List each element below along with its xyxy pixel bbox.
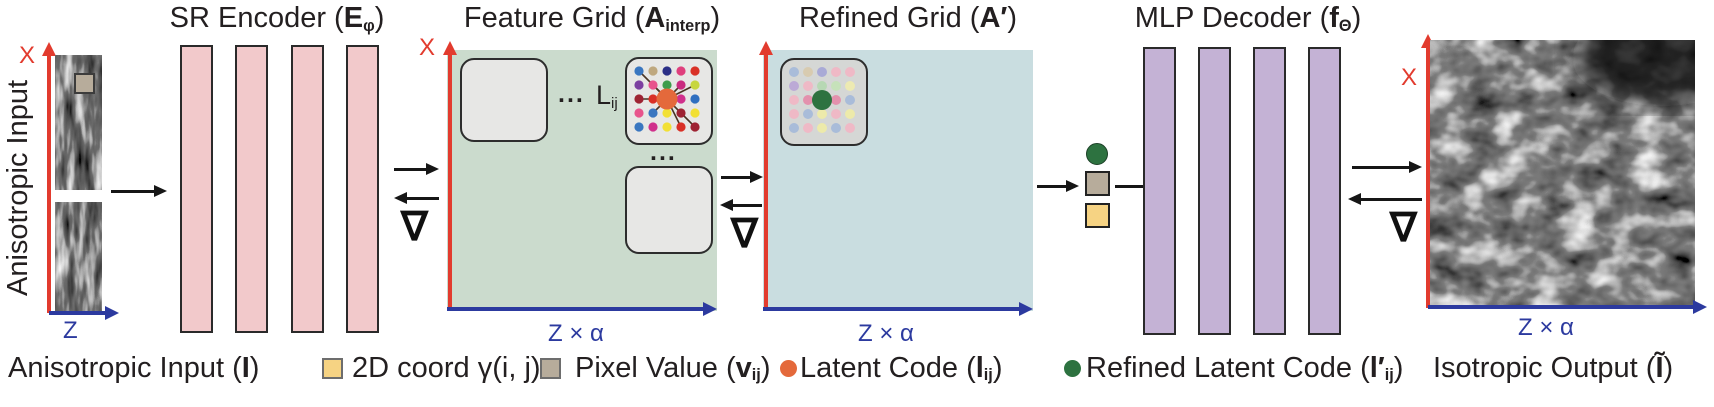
decoder-layer bbox=[1198, 47, 1231, 335]
latent-code-dots bbox=[634, 66, 700, 132]
arrow-input-to-encoder bbox=[111, 185, 167, 197]
latent-code-swatch bbox=[780, 359, 797, 377]
pixel-value-swatch bbox=[540, 357, 561, 379]
input-z-axis bbox=[49, 305, 119, 320]
anisotropic-input-side-label: Anisotropic Input bbox=[2, 80, 34, 297]
coord-swatch bbox=[322, 357, 343, 379]
feature-grid-ellipsis-vertical: ... bbox=[650, 138, 677, 166]
coord-sample bbox=[1085, 203, 1110, 228]
legend-refined-latent-code: Refined Latent Code (l′ij) bbox=[1064, 350, 1403, 386]
arrow-feature-grid-to-encoder-backward bbox=[394, 192, 439, 204]
input-z-axis-label: Z bbox=[63, 317, 78, 344]
feature-grid-x-axis bbox=[442, 41, 457, 311]
legend-anisotropic-input: Anisotropic Input (I) bbox=[8, 351, 260, 384]
arrow-refined-grid-to-feature-grid-backward bbox=[720, 199, 762, 211]
feature-grid-empty-cell-2 bbox=[625, 166, 713, 254]
refined-grid-title: Refined Grid (A′) bbox=[798, 2, 1018, 34]
pixel-value-marker-square bbox=[74, 73, 95, 94]
legend-isotropic-output: Isotropic Output (Ĩ) bbox=[1433, 351, 1674, 384]
feature-grid-ellipsis-horizontal: ... bbox=[558, 80, 585, 108]
feature-grid-z-axis bbox=[447, 301, 717, 316]
arrow-sample-to-decoder bbox=[1115, 180, 1157, 192]
gradient-symbol-feature-grid: ∇ bbox=[731, 212, 758, 256]
arrow-output-to-decoder-backward bbox=[1348, 193, 1422, 205]
arrow-feature-grid-to-refined-grid-forward bbox=[721, 171, 763, 183]
arrow-encoder-to-feature-grid-forward bbox=[394, 163, 439, 175]
gradient-symbol-output: ∇ bbox=[1390, 206, 1417, 250]
output-z-axis-label: Z × α bbox=[1518, 314, 1574, 341]
decoder-layers bbox=[1143, 47, 1341, 335]
decoder-layer bbox=[1143, 47, 1176, 335]
decoder-layer bbox=[1253, 47, 1286, 335]
refined-latent-code-dots bbox=[789, 67, 855, 133]
refined-grid-x-axis bbox=[758, 41, 773, 311]
refined-grid-latent-cell bbox=[780, 58, 868, 146]
input-x-axis-label: X bbox=[19, 42, 36, 69]
legend-pixel-value: Pixel Value (vij) bbox=[540, 350, 771, 386]
feature-grid-empty-cell-1 bbox=[460, 58, 548, 142]
legend-2d-coord: 2D coord γ(i, j) bbox=[322, 350, 541, 386]
legend-latent-code: Latent Code (lij) bbox=[780, 350, 1003, 386]
isotropic-output-image bbox=[1430, 40, 1695, 307]
refined-grid-z-axis bbox=[763, 301, 1033, 316]
feature-grid-x-axis-label: X bbox=[419, 34, 436, 61]
output-x-axis-label: X bbox=[1401, 64, 1418, 91]
latent-cell-label: Lij bbox=[596, 80, 618, 112]
encoder-layer bbox=[345, 45, 379, 333]
input-x-axis bbox=[41, 42, 56, 313]
gradient-symbol-encoder: ∇ bbox=[401, 205, 428, 249]
decoder-layer bbox=[1308, 47, 1341, 335]
arrow-decoder-to-output-forward bbox=[1352, 161, 1422, 173]
encoder-title: SR Encoder (Eφ) bbox=[169, 2, 385, 35]
arrow-refined-grid-to-sample bbox=[1037, 180, 1079, 192]
output-z-axis bbox=[1428, 299, 1707, 314]
decoder-title: MLP Decoder (fΘ) bbox=[1134, 2, 1362, 35]
anisotropic-input-image bbox=[55, 55, 102, 311]
feature-grid-title: Feature Grid (Ainterp) bbox=[463, 2, 721, 35]
pixel-value-sample bbox=[1085, 171, 1110, 196]
feature-grid-latent-cell bbox=[625, 57, 713, 145]
encoder-layer bbox=[180, 45, 213, 333]
refined-grid-z-axis-label: Z × α bbox=[858, 320, 914, 347]
encoder-layers bbox=[180, 45, 379, 333]
encoder-layer bbox=[290, 45, 324, 333]
encoder-layer bbox=[235, 45, 269, 333]
feature-grid-z-axis-label: Z × α bbox=[548, 320, 604, 347]
refined-latent-code-sample bbox=[1086, 143, 1108, 165]
refined-latent-code-swatch bbox=[1064, 359, 1081, 377]
